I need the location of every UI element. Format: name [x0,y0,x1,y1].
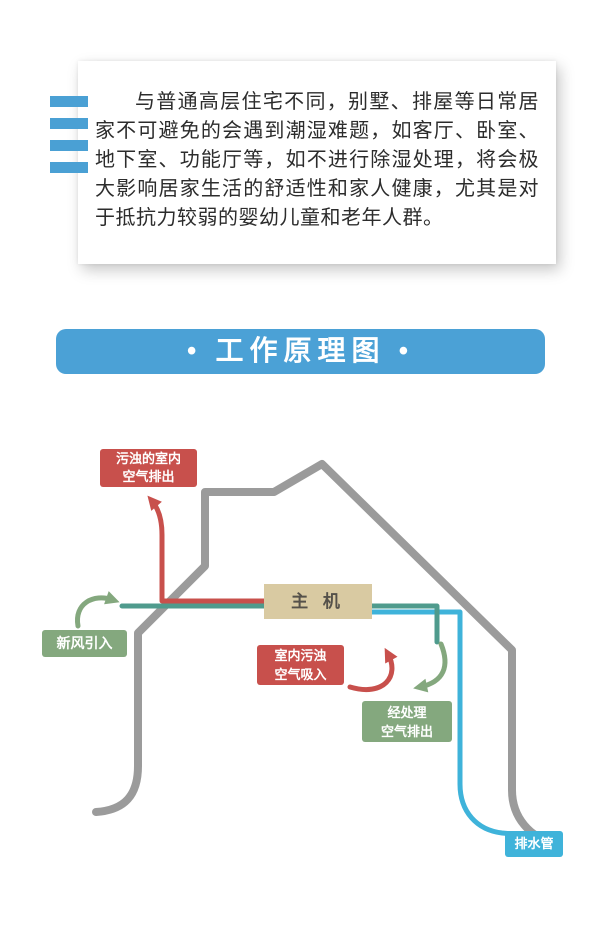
label-indoor-dirty-in-line1: 室内污浊 [274,648,327,663]
exhaust-line [147,495,271,604]
fresh-air-line [119,603,440,645]
label-dirty-air-out-line1: 污浊的室内 [115,451,181,466]
label-drain-pipe: 排水管 [505,831,563,857]
label-treated-air-out: 经处理 空气排出 [362,701,452,742]
section-banner: • 工作原理图 • [56,329,545,374]
section-title: • 工作原理图 • [186,336,415,367]
intro-paragraph: 与普通高层住宅不同，别墅、排屋等日常居家不可避免的会遇到潮湿难题，如客厅、卧室、… [95,91,539,229]
label-dirty-air-out-line2: 空气排出 [122,469,175,484]
decor-stripe [50,140,88,151]
label-treated-air-out-line1: 经处理 [387,705,427,720]
decor-stripe [50,96,88,107]
main-unit-box: 主 机 [264,584,372,619]
house-outline [92,460,557,846]
label-treated-air-out-line2: 空气排出 [380,724,433,739]
intro-card: 与普通高层住宅不同，别墅、排屋等日常居家不可避免的会遇到潮湿难题，如客厅、卧室、… [78,61,556,264]
label-fresh-air-in: 新风引入 [42,630,127,657]
label-indoor-dirty-in: 室内污浊 空气吸入 [257,645,344,685]
intake-arrow [347,647,398,693]
drain-pipe-line [352,609,541,839]
decor-stripe [50,162,88,173]
treated-air-arrow [413,641,448,693]
label-dirty-air-out: 污浊的室内 空气排出 [100,449,197,487]
decor-stripe [50,118,88,129]
label-indoor-dirty-in-line2: 空气吸入 [274,667,327,682]
fresh-air-arrow [74,591,120,629]
